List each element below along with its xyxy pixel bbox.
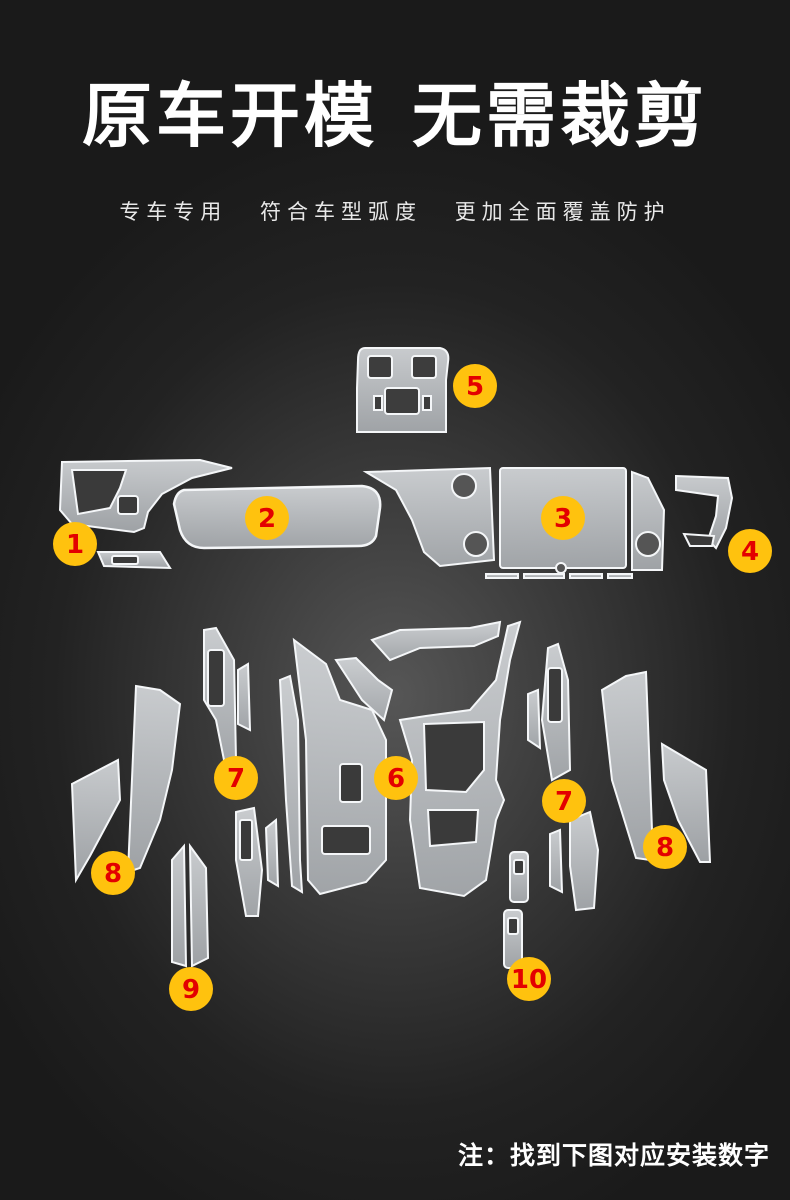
part-10-small-switches: [503, 851, 529, 969]
badge-6-label: 6: [387, 764, 405, 794]
badge-2: 2: [245, 496, 289, 540]
badge-1: 1: [53, 522, 97, 566]
badge-8-right-label: 8: [656, 833, 674, 863]
badge-7-right: 7: [542, 779, 586, 823]
badge-9: 9: [169, 967, 213, 1011]
badge-8-left: 8: [91, 851, 135, 895]
badge-10-label: 10: [511, 965, 547, 995]
part-7-left-door-switches: [203, 626, 280, 917]
part-1-left-dash-trim: [58, 458, 233, 570]
subhead-phrase2: 符合车型弧度: [260, 200, 422, 224]
subhead-phrase3: 更加全面覆盖防护: [454, 200, 671, 224]
part-8-left-door-panels: [70, 684, 182, 884]
subheadline: 专车专用 符合车型弧度 更加全面覆盖防护: [0, 196, 790, 226]
badge-5: 5: [453, 364, 497, 408]
badge-9-label: 9: [182, 975, 200, 1005]
badge-3: 3: [541, 496, 585, 540]
badge-8-right: 8: [643, 825, 687, 869]
badge-6: 6: [374, 756, 418, 800]
part-9-pillar-strip: [171, 842, 210, 968]
badge-7-left-label: 7: [227, 764, 245, 794]
part-5-roof-console: [356, 347, 450, 433]
badge-2-label: 2: [258, 504, 276, 534]
part-6-center-console: [278, 620, 522, 898]
part-4-right-dash-trim: [675, 474, 734, 550]
part-7-right-door-switches: [527, 642, 600, 912]
badge-7-right-label: 7: [555, 787, 573, 817]
headline-part1: 原车开模: [82, 75, 378, 157]
badge-3-label: 3: [554, 504, 572, 534]
part-3-center-screen: [362, 466, 666, 579]
headline: 原车开模无需裁剪: [0, 78, 790, 155]
badge-4-label: 4: [741, 537, 759, 567]
badge-5-label: 5: [466, 372, 484, 402]
subhead-phrase1: 专车专用: [119, 200, 228, 224]
badge-1-label: 1: [66, 530, 84, 560]
install-note: 注：找到下图对应安装数字: [457, 1141, 770, 1170]
badge-4: 4: [728, 529, 772, 573]
headline-part2: 无需裁剪: [412, 75, 708, 157]
badge-8-left-label: 8: [104, 859, 122, 889]
badge-10: 10: [507, 957, 551, 1001]
badge-7-left: 7: [214, 756, 258, 800]
part-8-right-door-panels: [600, 670, 712, 863]
